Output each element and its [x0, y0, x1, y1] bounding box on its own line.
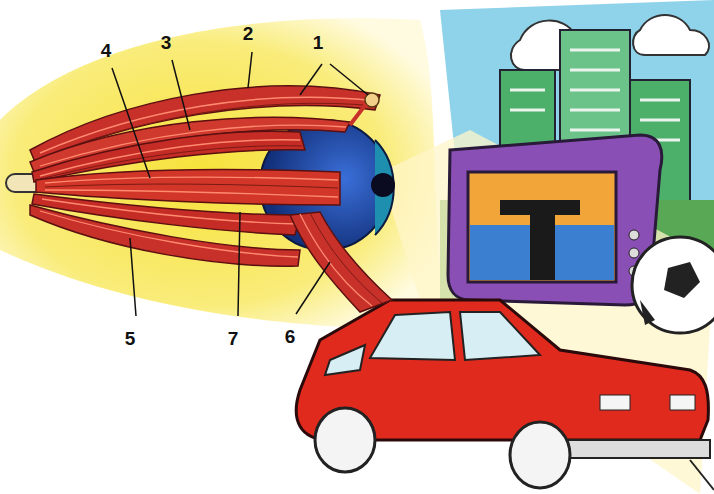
tv-figure [500, 200, 580, 280]
cloud [633, 15, 709, 55]
callout-number: 6 [285, 327, 296, 346]
wheel [315, 408, 375, 472]
callout-number: 4 [101, 41, 112, 60]
callout-number: 3 [161, 33, 172, 52]
glow [0, 18, 445, 330]
callout-number: 1 [313, 33, 324, 52]
callout-number: 2 [243, 24, 254, 43]
leader-lines [112, 52, 368, 316]
muscle [30, 205, 300, 266]
soccer-ball [632, 237, 714, 333]
muscle [290, 212, 392, 312]
callout-number: 5 [125, 329, 136, 348]
wheel [510, 422, 570, 488]
tv [448, 135, 662, 305]
tv-screen [468, 172, 616, 282]
callout-number: 7 [228, 329, 239, 348]
